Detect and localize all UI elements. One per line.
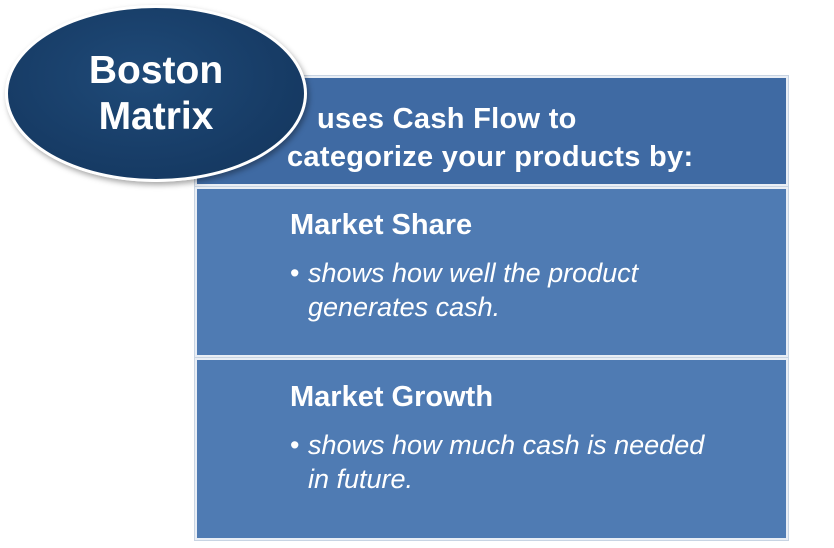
header-text: uses Cash Flow to categorize your produc… [287,100,693,176]
market-growth-bullet-line-2: in future. [308,464,414,494]
badge-title-line-1: Boston [88,49,224,92]
market-growth-title: Market Growth [290,381,494,413]
badge-title: Boston Matrix [5,48,307,140]
boston-matrix-badge [5,5,307,182]
header-line-2: categorize your products by: [287,141,694,173]
market-growth-bullet: • shows how much cash is needed in future… [290,428,704,496]
market-growth-bullet-line-1: shows how much cash is needed [308,430,705,460]
market-growth-panel [195,358,788,540]
market-share-bullet-line-2: generates cash. [308,292,501,322]
market-share-panel [195,187,788,357]
header-line-1: uses Cash Flow to [317,103,577,135]
bullet-dot-icon: • [290,258,300,288]
market-share-bullet: • shows how well the product generates ca… [290,256,638,324]
badge-title-line-2: Matrix [98,95,214,138]
market-share-title: Market Share [290,209,473,241]
bullet-dot-icon: • [290,430,300,460]
market-share-bullet-line-1: shows how well the product [308,258,639,288]
